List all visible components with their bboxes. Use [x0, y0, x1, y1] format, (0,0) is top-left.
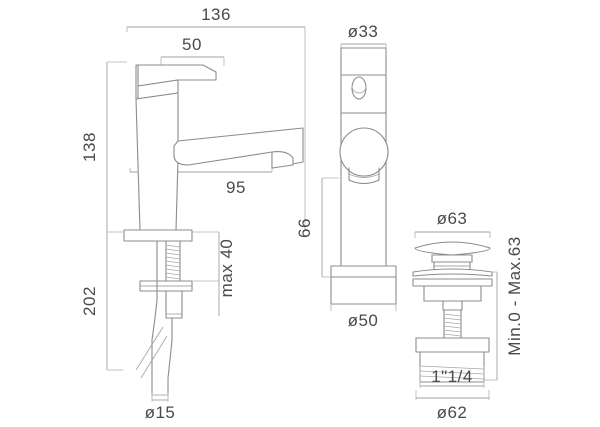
dimension-138 — [106, 61, 127, 233]
label-50: 50 — [182, 35, 202, 54]
dimension-d33 — [340, 43, 387, 48]
label-d50: ø50 — [348, 311, 379, 330]
lever-pin-arc — [351, 85, 367, 94]
dimension-minmax — [484, 271, 498, 381]
front-spout-circle — [339, 127, 389, 177]
barrel-thread-hatching — [419, 365, 485, 380]
front-spout-lip-inner — [348, 173, 380, 178]
faucet-body-column — [135, 92, 179, 231]
dimension-66 — [321, 177, 339, 278]
label-95: 95 — [226, 178, 246, 197]
label-max40: max 40 — [217, 239, 236, 298]
hose-break-mark-2 — [140, 335, 168, 379]
label-138: 138 — [80, 132, 99, 162]
label-66: 66 — [295, 218, 314, 238]
waste-cap-stem — [431, 254, 473, 263]
dimension-max40 — [192, 231, 220, 316]
dimension-136 — [126, 26, 306, 230]
label-d63: ø63 — [437, 209, 468, 228]
label-d15: ø15 — [145, 403, 176, 422]
dimension-d62 — [415, 390, 490, 400]
label-202: 202 — [80, 286, 99, 316]
waste-flange-plate — [412, 278, 493, 287]
dimension-d63 — [414, 231, 491, 238]
view-side-elevation — [106, 26, 306, 402]
supply-hose-left-edge — [151, 240, 158, 396]
supply-hose-right-edge — [167, 317, 173, 396]
dimension-d50 — [330, 304, 397, 311]
dimension-thread — [419, 366, 485, 388]
waste-collar — [442, 300, 463, 311]
front-body-top — [340, 47, 387, 76]
faucet-fixing-nut — [165, 290, 183, 319]
label-136: 136 — [201, 5, 231, 24]
hose-break-mark-1 — [135, 326, 164, 371]
front-deck-flange — [330, 265, 397, 278]
label-d62: ø62 — [437, 403, 468, 422]
waste-flange-upper — [412, 268, 493, 277]
front-base-cylinder — [330, 276, 397, 305]
view-waste-assembly — [412, 231, 498, 400]
dimension-d15 — [151, 393, 169, 402]
front-spout-lip — [348, 167, 380, 185]
view-front-elevation — [321, 43, 397, 311]
dimension-202 — [106, 232, 123, 371]
faucet-collar-edge — [135, 64, 139, 100]
faucet-aerator — [271, 151, 294, 169]
label-d33: ø33 — [348, 22, 379, 41]
label-thread: 1"1/4 — [431, 367, 473, 386]
faucet-deck-flange — [123, 229, 193, 242]
waste-body-upper — [423, 285, 482, 302]
waste-cap-dome — [414, 241, 491, 256]
waste-backnut-plate — [415, 337, 490, 353]
front-lever-pin — [351, 76, 367, 100]
label-minmax: Min.0 - Max.63 — [505, 236, 524, 355]
